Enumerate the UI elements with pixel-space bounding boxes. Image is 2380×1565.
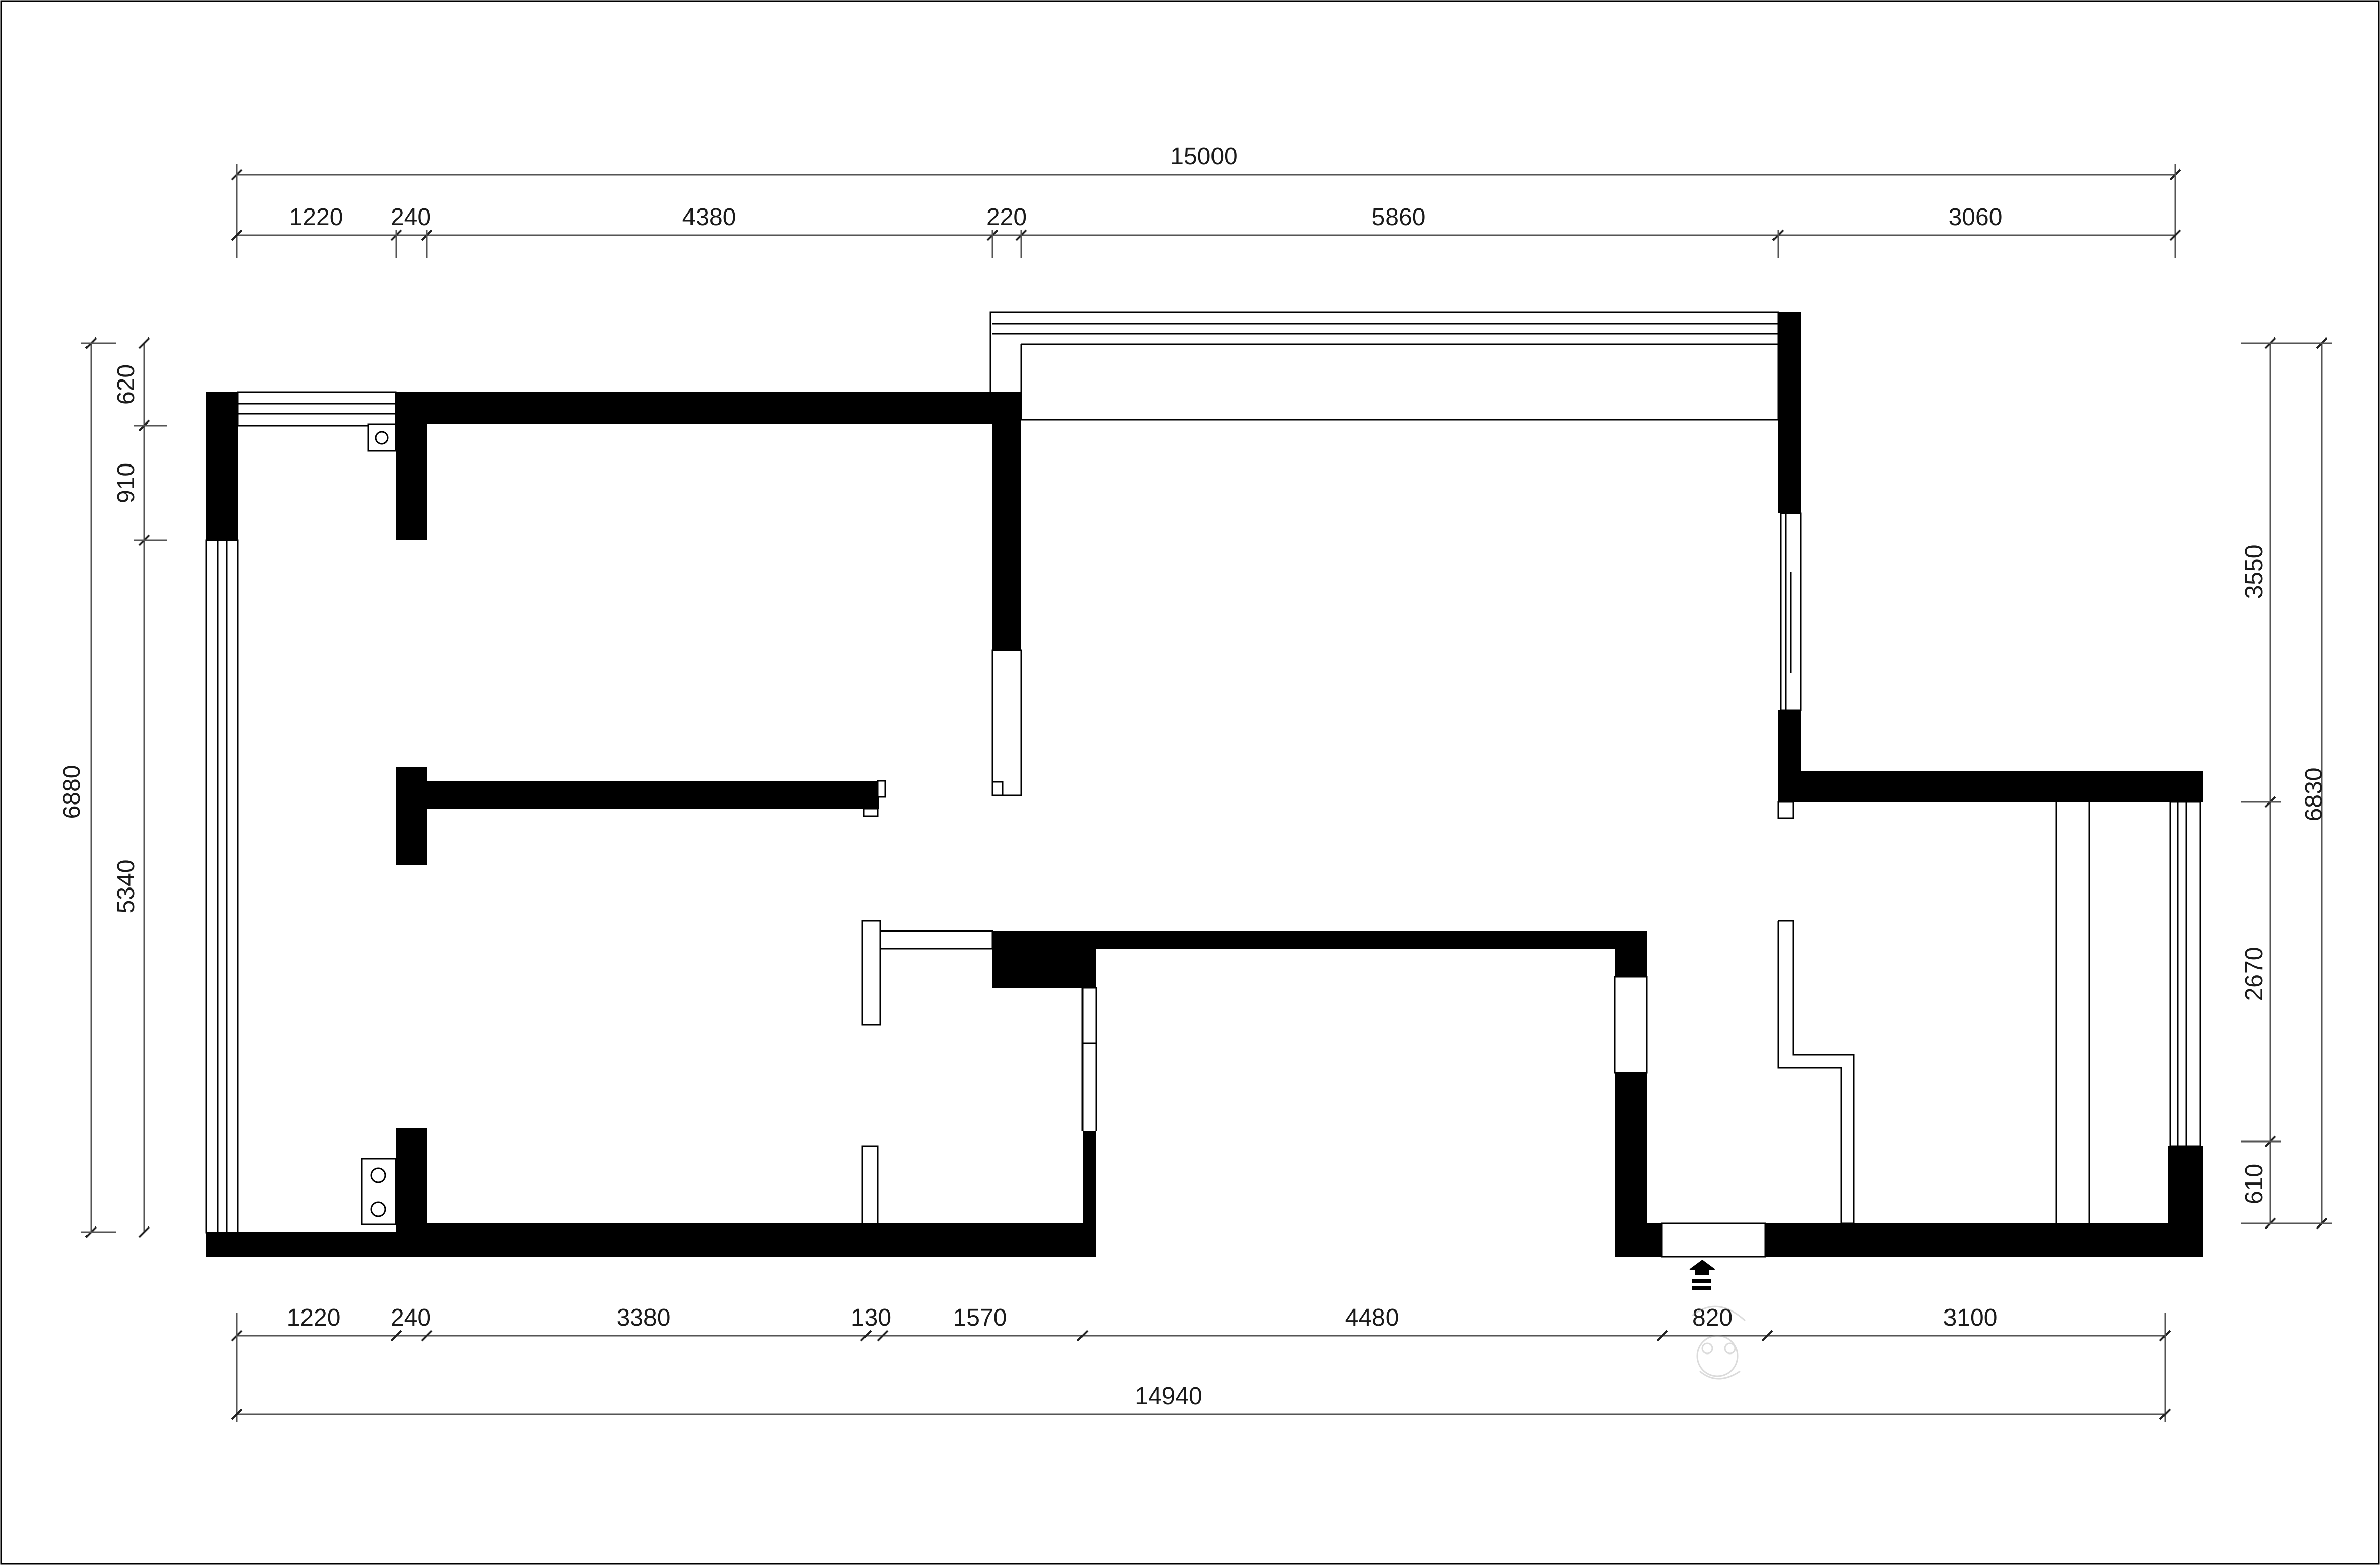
entry-arrow-icon [1689, 1260, 1716, 1290]
top-dimensions: 15000 1220 240 4380 220 5860 3060 [231, 143, 2181, 258]
bottom-segment-7: 820 [1692, 1304, 1733, 1331]
walls [205, 311, 2203, 1258]
left-segment-3: 5340 [113, 860, 140, 914]
bottom-dimensions: 1220 240 3380 130 1570 4480 820 3100 149… [231, 1304, 2171, 1422]
left-total-label: 6880 [59, 765, 85, 819]
bottom-segment-8: 3100 [1943, 1304, 1998, 1331]
top-segment-2: 240 [391, 204, 431, 231]
right-segment-2: 2670 [2241, 947, 2268, 1001]
bottom-segment-4: 130 [851, 1304, 891, 1331]
left-segment-2: 910 [113, 463, 140, 503]
top-total-label: 15000 [1170, 143, 1237, 170]
bottom-segment-1: 1220 [287, 1304, 341, 1331]
bottom-segment-3: 3380 [617, 1304, 671, 1331]
top-segment-4: 220 [986, 204, 1027, 231]
top-segment-6: 3060 [1949, 204, 2003, 231]
bottom-segment-6: 4480 [1345, 1304, 1399, 1331]
drain-fixture-bottom [361, 1158, 397, 1225]
top-segment-1: 1220 [289, 204, 343, 231]
bottom-segment-5: 1570 [953, 1304, 1007, 1331]
right-total-label: 6830 [2301, 768, 2327, 822]
bottom-total-label: 14940 [1135, 1383, 1202, 1410]
right-segment-3: 610 [2241, 1164, 2268, 1204]
left-dimensions: 6880 620 910 5340 [59, 337, 167, 1238]
left-segment-1: 620 [113, 364, 140, 405]
bottom-segment-2: 240 [391, 1304, 431, 1331]
watermark-icon [1692, 1305, 1746, 1380]
top-segment-5: 5860 [1372, 204, 1426, 231]
right-segment-1: 3550 [2241, 545, 2268, 599]
right-dimensions: 3550 2670 610 6830 [2241, 337, 2332, 1230]
drain-fixture-top [367, 423, 397, 452]
fixtures [361, 423, 397, 1225]
top-segment-3: 4380 [682, 204, 737, 231]
